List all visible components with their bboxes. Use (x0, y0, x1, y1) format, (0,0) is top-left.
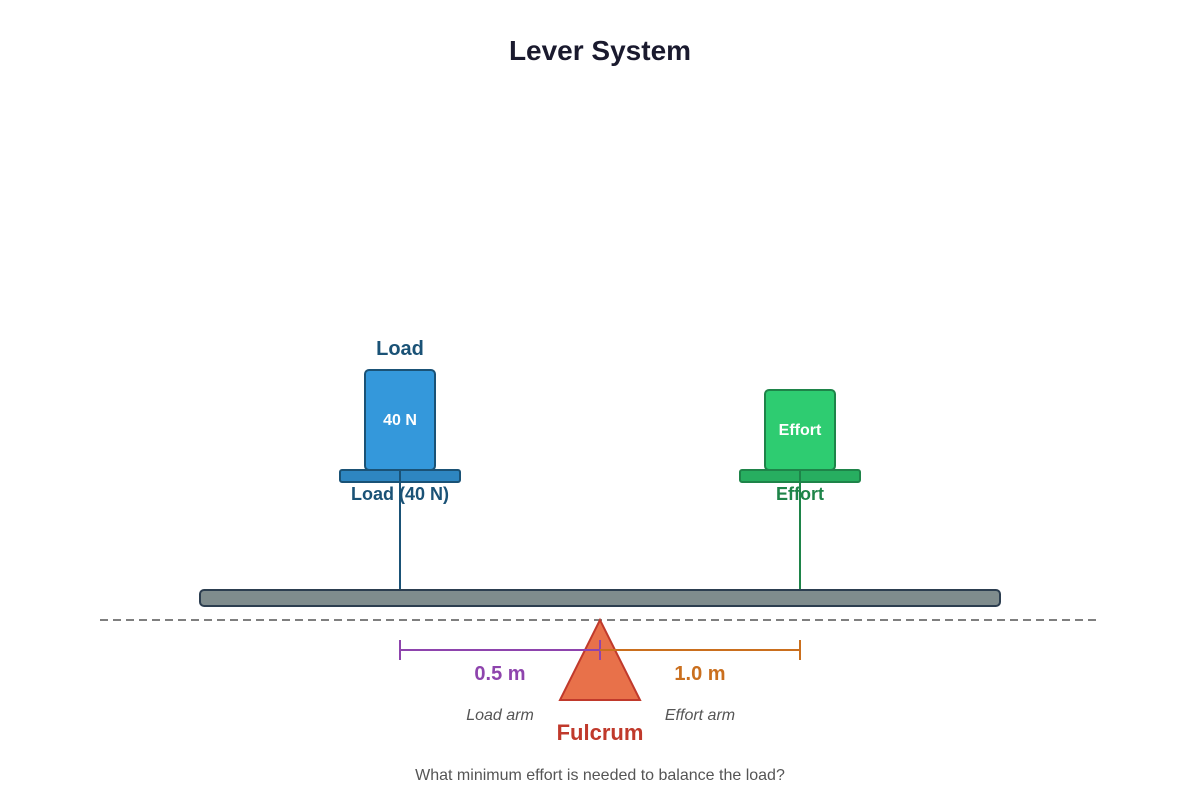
diagram-title: Lever System (509, 35, 691, 66)
load-heading: Load (376, 338, 424, 360)
effort-arm-value: 1.0 m (674, 663, 725, 685)
effort-box-text: Effort (779, 422, 822, 439)
effort-weight: Effort Effort (739, 389, 861, 605)
question-text: What minimum effort is needed to balance… (415, 767, 785, 784)
load-arm-dimension: 0.5 m Load arm (399, 640, 601, 724)
load-arm-value: 0.5 m (474, 663, 525, 685)
load-pan-label: Load (40 N) (351, 484, 449, 504)
load-arm-name: Load arm (466, 707, 534, 724)
fulcrum-label: Fulcrum (557, 720, 644, 745)
effort-arm-name: Effort arm (665, 707, 735, 724)
load-box-text: 40 N (383, 412, 417, 429)
load-weight: Load 40 N Load (40 N) (339, 338, 461, 605)
effort-arm-dimension: 1.0 m Effort arm (600, 640, 801, 724)
lever-beam (199, 589, 1001, 607)
effort-pan-label: Effort (776, 484, 824, 504)
